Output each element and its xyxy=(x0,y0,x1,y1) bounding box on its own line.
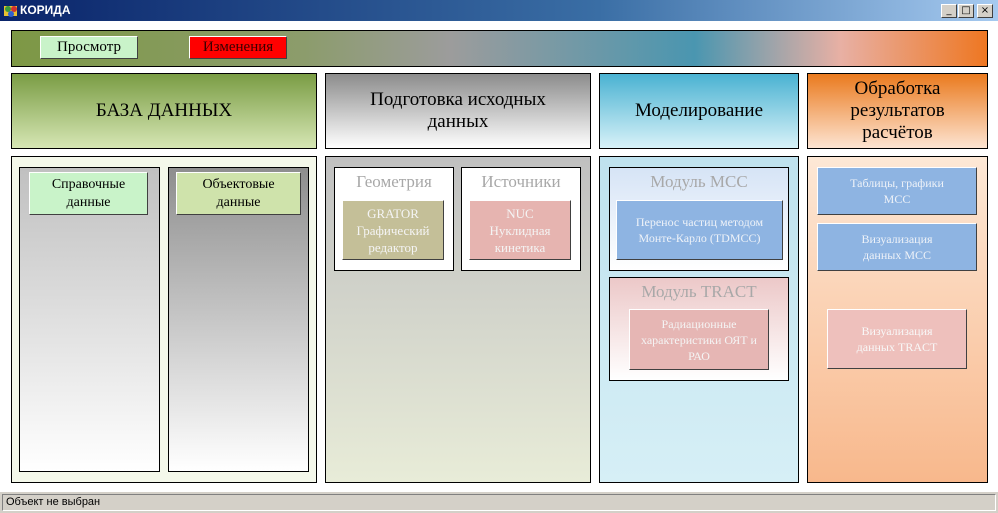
results-title: Обработка результатов расчётов xyxy=(850,78,945,143)
modeling-title: Моделирование xyxy=(634,100,764,121)
title-bar[interactable] xyxy=(0,0,998,21)
visualization-mcc-label: Визуализация данных МСС xyxy=(861,232,933,262)
mode-toolbar xyxy=(11,30,988,67)
view-mode-button[interactable]: Просмотр xyxy=(40,36,138,59)
minimize-button[interactable]: _ xyxy=(941,4,957,18)
reference-data-button[interactable]: Справочные данные xyxy=(29,172,148,215)
nuc-button[interactable]: NUC Нуклидная кинетика xyxy=(469,200,571,260)
status-text: Объект не выбран xyxy=(2,494,996,511)
results-header: Обработка результатов расчётов xyxy=(807,73,988,149)
edit-mode-button[interactable]: Изменения xyxy=(189,36,287,59)
visualization-tract-button[interactable]: Визуализация данных TRACT xyxy=(827,309,967,369)
close-button[interactable]: × xyxy=(977,4,993,18)
tract-module-title: Модуль TRACT xyxy=(641,282,757,301)
preparation-title: Подготовка исходных данных xyxy=(370,89,546,132)
reference-data-panel xyxy=(19,167,160,472)
visualization-mcc-button[interactable]: Визуализация данных МСС xyxy=(817,223,977,271)
reference-data-label: Справочные данные xyxy=(51,176,126,210)
tables-graphs-mcc-button[interactable]: Таблицы, графики МСС xyxy=(817,167,977,215)
preparation-header: Подготовка исходных данных xyxy=(325,73,591,149)
grator-button[interactable]: GRATOR Графический редактор xyxy=(342,200,444,260)
app-icon[interactable] xyxy=(3,3,19,18)
sources-title: Источники xyxy=(481,172,561,191)
status-bar xyxy=(0,492,998,513)
tdmcc-label: Перенос частиц методом Монте-Карло (TDMC… xyxy=(635,215,764,245)
object-data-button[interactable]: Объектовые данные xyxy=(176,172,301,215)
visualization-tract-label: Визуализация данных TRACT xyxy=(856,324,938,354)
database-header: БАЗА ДАННЫХ xyxy=(11,73,317,149)
tract-characteristics-button[interactable]: Радиационные характеристики ОЯТ и РАО xyxy=(629,309,769,370)
maximize-button[interactable]: □ xyxy=(958,4,974,18)
object-data-label: Объектовые данные xyxy=(202,176,275,210)
tables-graphs-mcc-label: Таблицы, графики МСС xyxy=(850,176,944,206)
tract-characteristics-label: Радиационные характеристики ОЯТ и РАО xyxy=(641,316,757,363)
nuc-label: NUC Нуклидная кинетика xyxy=(489,205,551,255)
window-title: КОРИДА xyxy=(20,3,71,17)
geometry-title: Геометрия xyxy=(356,172,432,191)
modeling-header: Моделирование xyxy=(599,73,799,149)
grator-label: GRATOR Графический редактор xyxy=(356,205,430,255)
database-title: БАЗА ДАННЫХ xyxy=(95,100,233,121)
object-data-panel xyxy=(168,167,309,472)
mcc-module-title: Модуль МСС xyxy=(650,172,748,191)
tdmcc-button[interactable]: Перенос частиц методом Монте-Карло (TDMC… xyxy=(616,200,783,260)
